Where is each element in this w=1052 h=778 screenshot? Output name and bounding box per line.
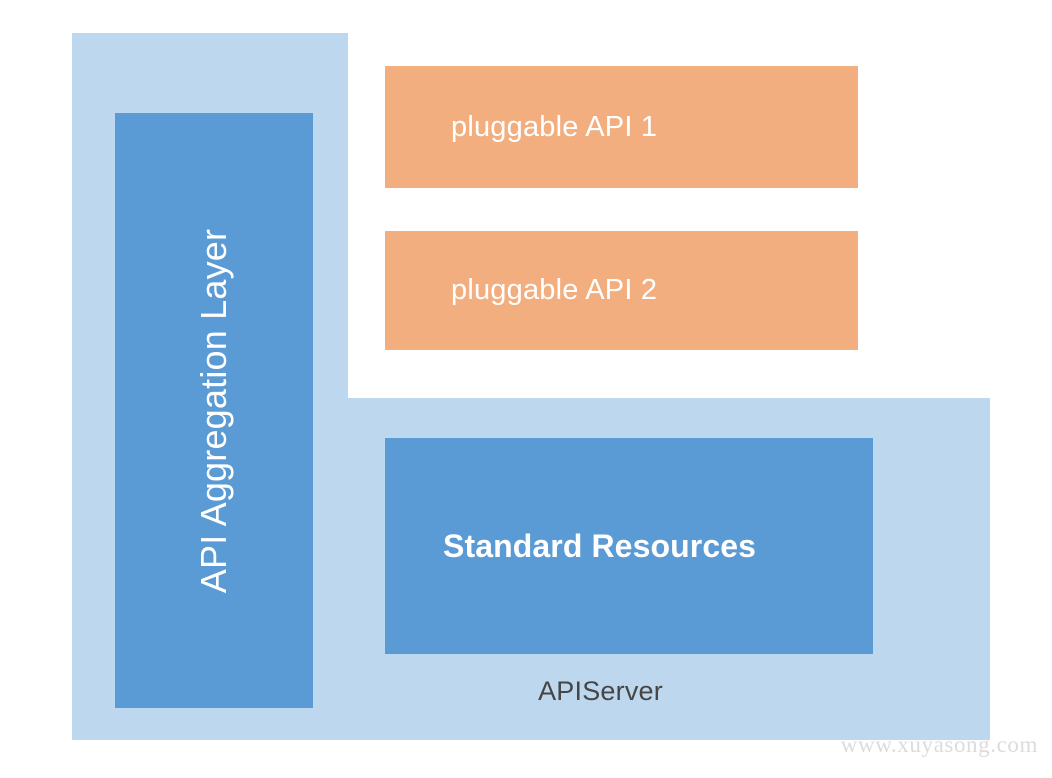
- pluggable-api-2-label: pluggable API 2: [451, 274, 658, 306]
- watermark-text: www.xuyasong.com: [840, 732, 1038, 757]
- pluggable-api-1-box[interactable]: pluggable API 1: [385, 66, 858, 188]
- api-aggregation-layer-box[interactable]: API Aggregation Layer: [115, 113, 313, 708]
- standard-resources-label: Standard Resources: [443, 527, 757, 564]
- standard-resources-box[interactable]: Standard Resources: [385, 438, 873, 654]
- pluggable-api-2-box[interactable]: pluggable API 2: [385, 231, 858, 350]
- pluggable-api-1-label: pluggable API 1: [451, 110, 658, 143]
- apiserver-label: APIServer: [538, 676, 663, 706]
- api-aggregation-layer-label: API Aggregation Layer: [193, 228, 235, 593]
